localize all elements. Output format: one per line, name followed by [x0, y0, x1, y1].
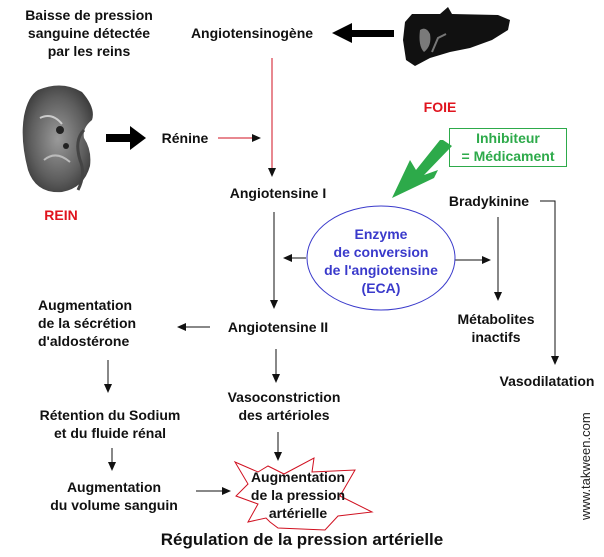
inhibitor-arrow — [392, 140, 452, 198]
pressure-increase-burst — [233, 457, 374, 531]
liver-icon — [403, 7, 510, 66]
angiotensin1-label: Angiotensine I — [229, 185, 327, 201]
vasodilation-label: Vasodilatation — [499, 373, 595, 389]
liver-to-angiotensinogen-arrow — [332, 23, 394, 43]
bradykinin-to-vasodilation-arrow — [540, 200, 559, 365]
enzyme-label: Enzyme de conversion de l'angiotensine (… — [324, 226, 438, 296]
metabolites-label: Métabolites inactifs — [457, 311, 535, 345]
kidney-label: REIN — [44, 207, 78, 223]
inhibitor-label: Inhibiteur = Médicament — [461, 130, 555, 164]
liver-label: FOIE — [423, 99, 457, 115]
pressure-increase-label: Augmentation de la pression artérielle — [250, 469, 346, 521]
sodium-label: Rétention du Sodium et du fluide rénal — [39, 407, 181, 441]
inhibitor-box — [449, 128, 567, 167]
trigger-label: Baisse de pression sanguine détectée par… — [25, 7, 153, 59]
watermark: www.takween.com — [578, 412, 593, 520]
kidney-icon — [22, 85, 93, 193]
vasoconstriction-label: Vasoconstriction des artérioles — [227, 389, 341, 423]
blood-volume-label: Augmentation du volume sanguin — [50, 479, 178, 513]
kidney-to-renin-arrow — [106, 126, 146, 150]
angiotensinogen-label: Angiotensinogène — [190, 25, 314, 41]
enzyme-ellipse — [306, 205, 456, 311]
aldosterone-label: Augmentation de la sécrétion d'aldostéro… — [38, 297, 137, 349]
renin-label: Rénine — [161, 130, 209, 146]
angiotensin2-label: Angiotensine II — [227, 319, 329, 335]
diagram-title: Régulation de la pression artérielle — [160, 530, 444, 549]
bradykinin-label: Bradykinine — [448, 193, 530, 209]
